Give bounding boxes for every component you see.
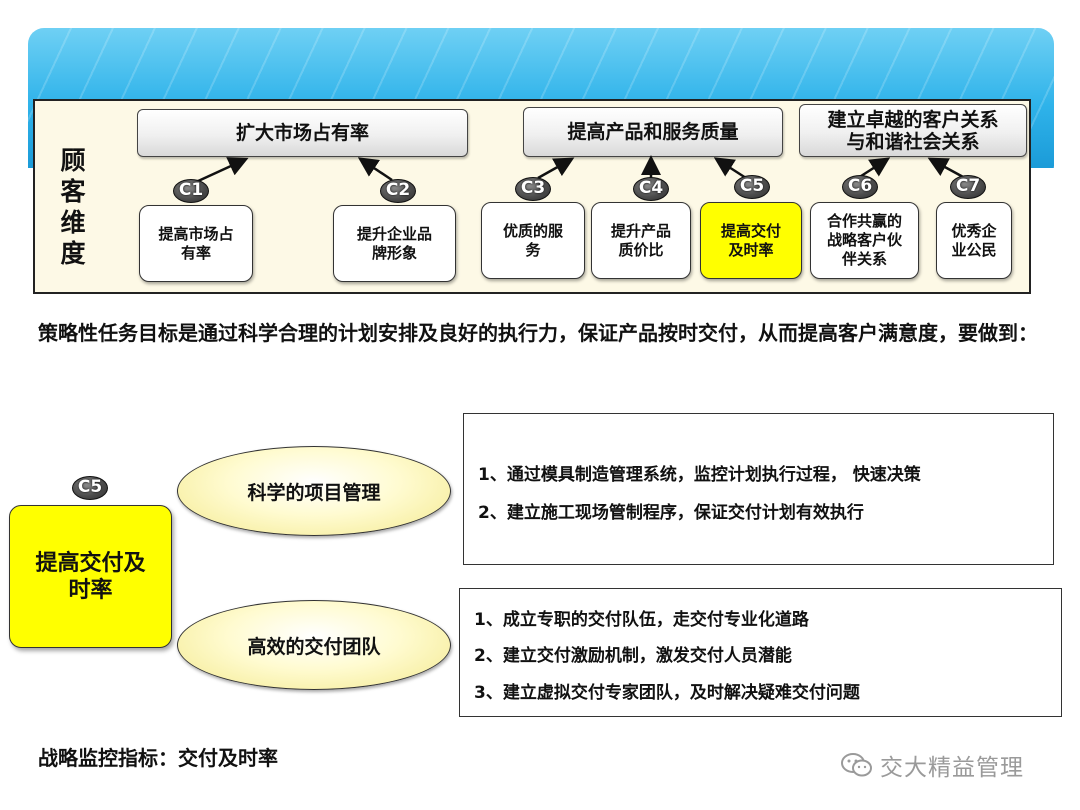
badge-c4: C4	[633, 177, 669, 201]
goal-label: 扩大市场占有率	[235, 122, 369, 144]
badge-c7: C7	[950, 175, 986, 199]
watermark: 交大精益管理	[840, 748, 1024, 782]
action-list-2: 1、成立专职的交付队伍，走交付专业化道路 2、建立交付激励机制，激发交付人员潜能…	[459, 588, 1062, 717]
item-c7: 优秀企 业公民	[936, 202, 1012, 279]
item-c5: 提高交付 及时率	[700, 202, 802, 279]
item-c3: 优质的服 务	[481, 202, 585, 279]
goal-customer-relations: 建立卓越的客户关系 与和谐社会关系	[799, 104, 1027, 157]
badge-c5: C5	[734, 175, 770, 199]
dimension-label: 顾 客 维 度	[55, 145, 91, 269]
focus-badge: C5	[72, 476, 108, 500]
approach-delivery-team: 高效的交付团队	[177, 600, 451, 690]
action-list-1: 1、通过模具制造管理系统，监控计划执行过程， 快速决策 2、建立施工现场管制程序…	[463, 413, 1054, 565]
focus-objective-label: 提高交付及 时率	[35, 550, 146, 603]
item-label: 提高市场占 有率	[158, 224, 234, 262]
item-label: 优质的服 务	[502, 221, 563, 259]
approach-project-management: 科学的项目管理	[177, 446, 451, 536]
dimension-label-char: 客	[60, 177, 86, 206]
item-c4: 提升产品 质价比	[591, 202, 691, 279]
item-label: 提升产品 质价比	[610, 221, 671, 259]
item-label: 合作共赢的 战略客户伙 伴关系	[826, 212, 902, 268]
watermark-text: 交大精益管理	[880, 755, 1024, 781]
task-statement: 策略性任务目标是通过科学合理的计划安排及良好的执行力，保证产品按时交付，从而提高…	[38, 321, 1038, 345]
dimension-label-char: 度	[60, 239, 86, 268]
item-c1: 提高市场占 有率	[139, 205, 253, 282]
item-label: 优秀企 业公民	[951, 221, 997, 259]
monitoring-metric: 战略监控指标：交付及时率	[38, 746, 278, 770]
action-item: 2、建立施工现场管制程序，保证交付计划有效执行	[478, 503, 864, 523]
item-label: 提升企业品 牌形象	[356, 224, 432, 262]
badge-c6: C6	[842, 175, 878, 199]
goal-label: 建立卓越的客户关系 与和谐社会关系	[827, 108, 999, 153]
badge-c2: C2	[380, 179, 416, 203]
action-item: 3、建立虚拟交付专家团队，及时解决疑难交付问题	[474, 683, 860, 703]
dimension-label-char: 顾	[60, 146, 86, 175]
approach-title: 高效的交付团队	[247, 635, 381, 658]
goal-market-share: 扩大市场占有率	[137, 109, 468, 157]
goal-quality: 提高产品和服务质量	[523, 107, 783, 157]
item-c6: 合作共赢的 战略客户伙 伴关系	[810, 202, 919, 279]
focus-objective-box: 提高交付及 时率	[9, 505, 172, 648]
wechat-icon	[841, 753, 872, 777]
badge-c1: C1	[173, 179, 209, 203]
approach-title: 科学的项目管理	[247, 481, 381, 504]
dimension-label-char: 维	[60, 208, 86, 237]
action-item: 2、建立交付激励机制，激发交付人员潜能	[474, 646, 792, 666]
goal-label: 提高产品和服务质量	[567, 121, 739, 143]
item-c2: 提升企业品 牌形象	[333, 205, 456, 282]
badge-c3: C3	[515, 177, 551, 201]
action-item: 1、通过模具制造管理系统，监控计划执行过程， 快速决策	[478, 465, 921, 485]
item-label: 提高交付 及时率	[720, 221, 781, 259]
action-item: 1、成立专职的交付队伍，走交付专业化道路	[474, 610, 809, 630]
